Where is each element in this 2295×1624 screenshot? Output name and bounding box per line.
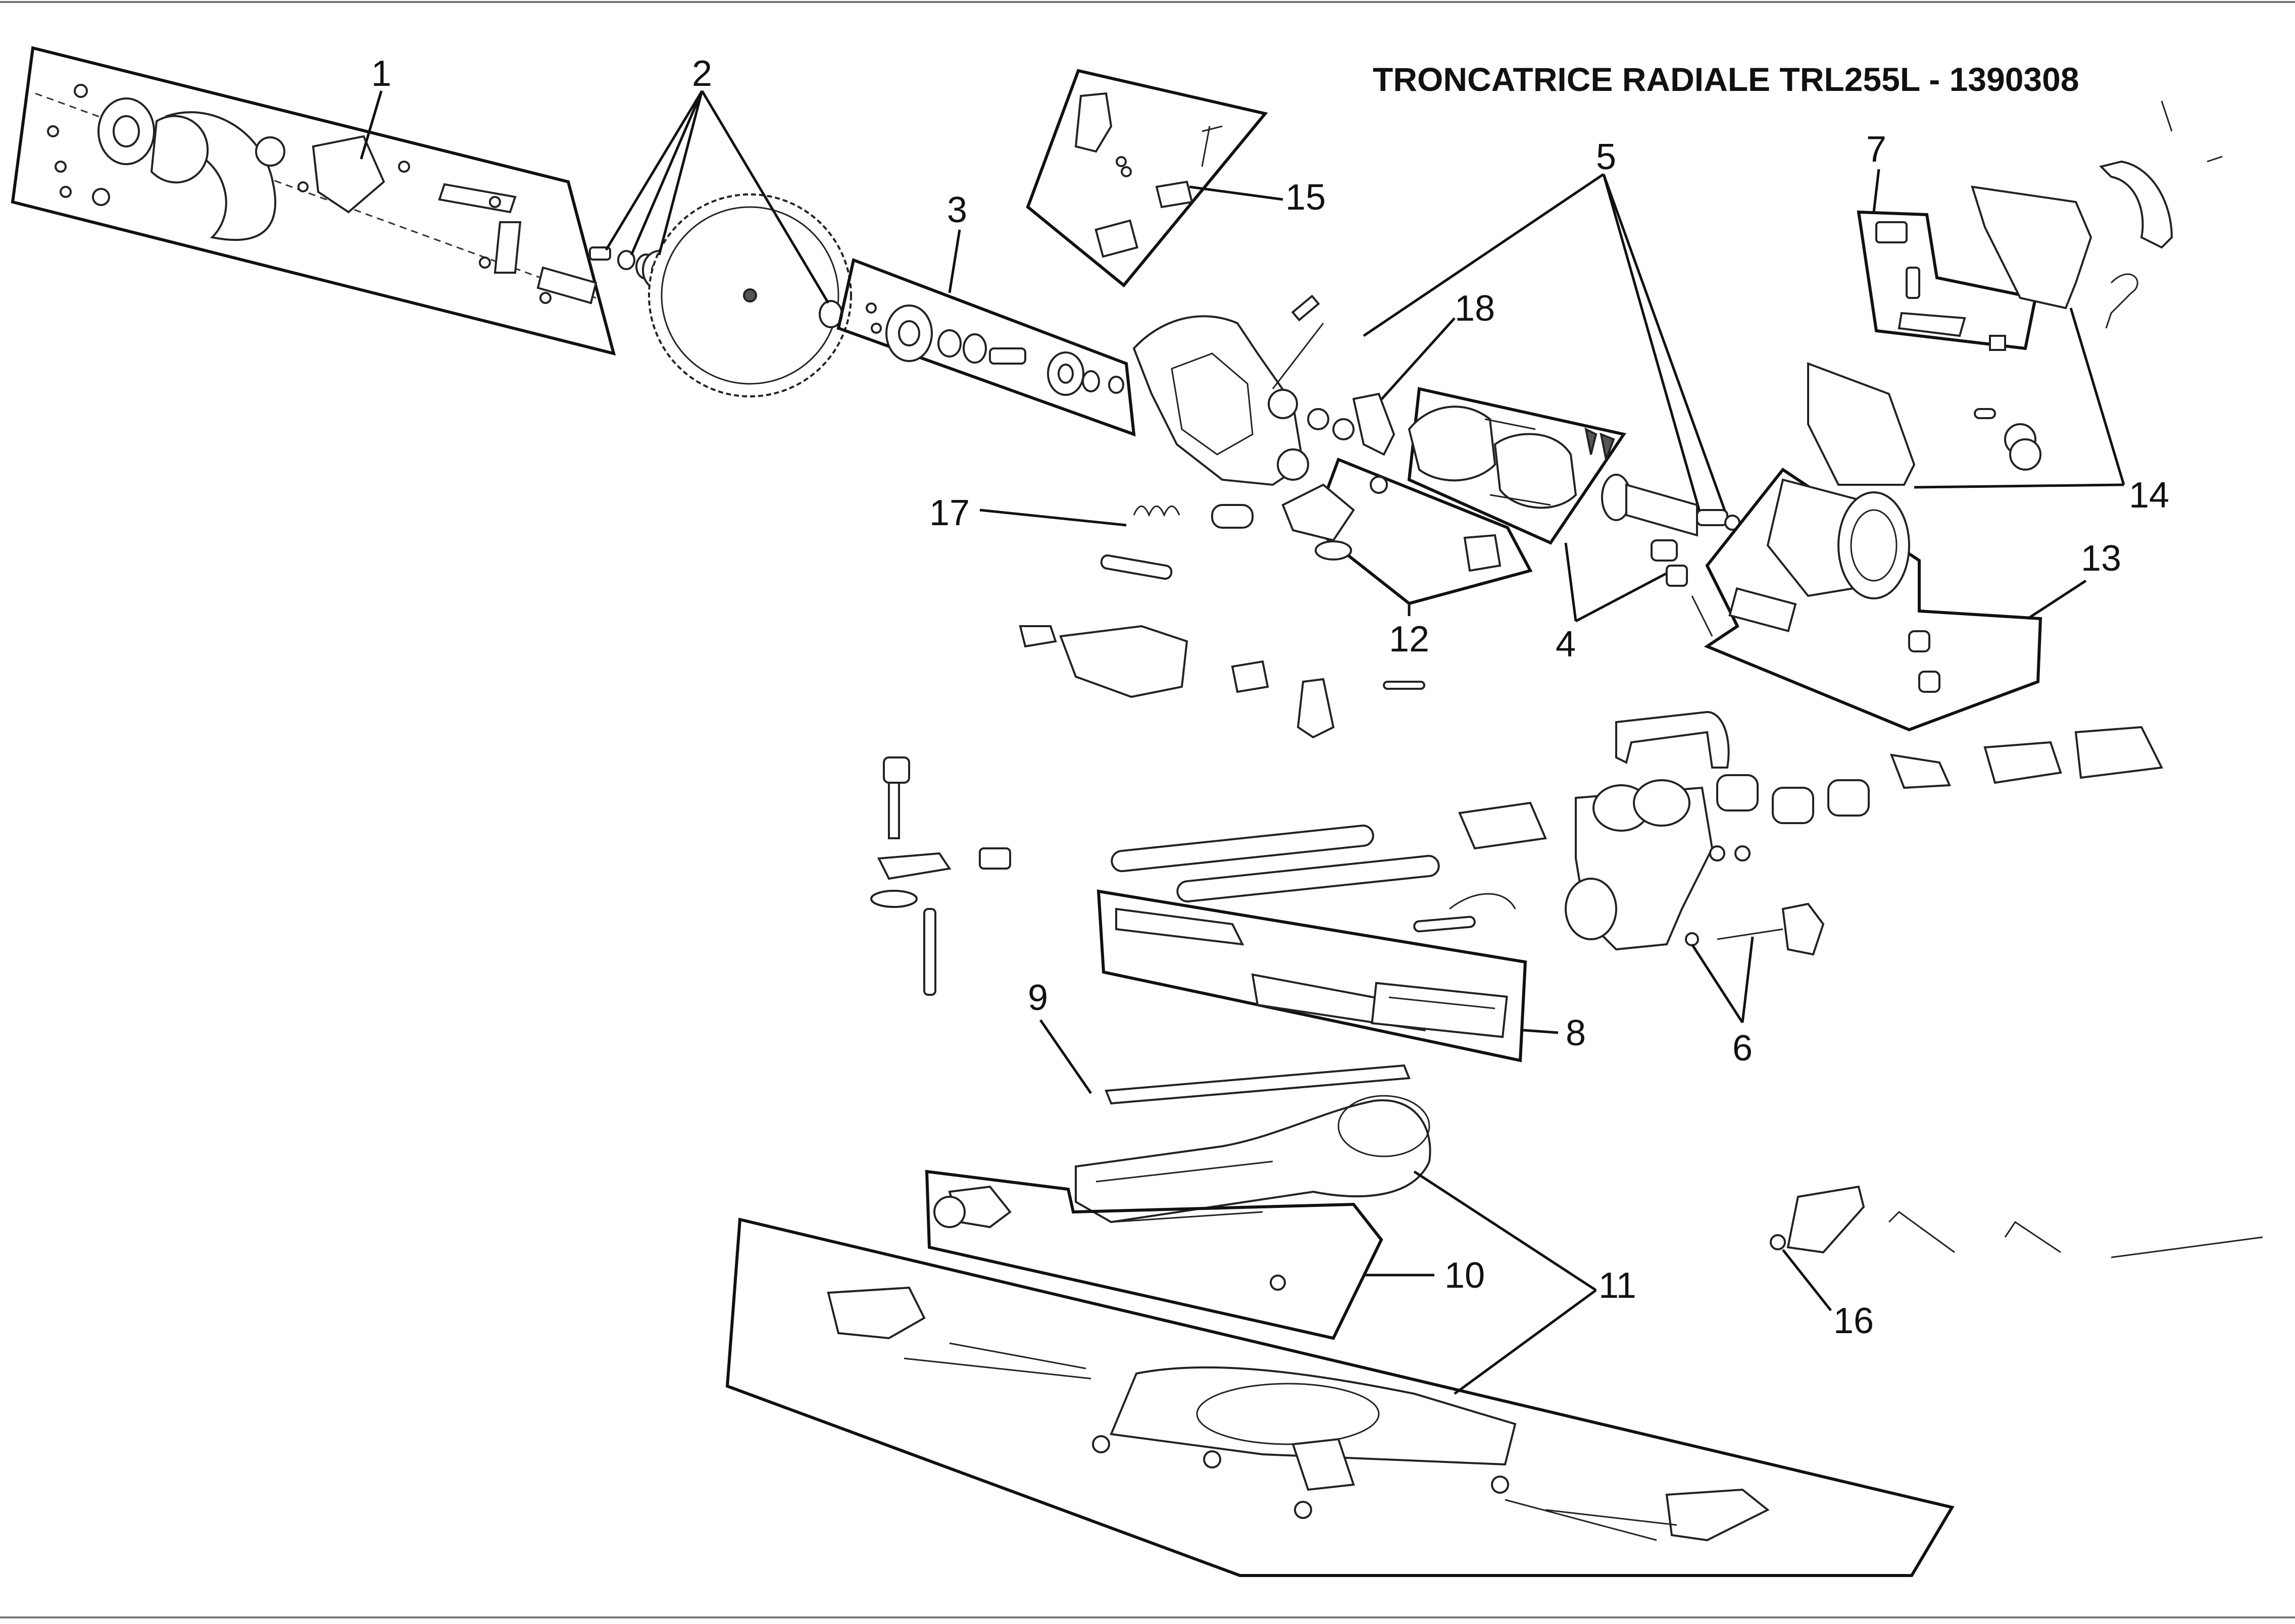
callout-4: 4 — [1556, 624, 1576, 665]
miter-pivot-parts — [870, 625, 1425, 996]
spring — [1133, 505, 1180, 517]
callout-12: 12 — [1389, 619, 1429, 659]
callout-15: 15 — [1285, 177, 1326, 218]
group-3-spindle — [836, 258, 1136, 437]
callout-11: 11 — [1599, 1265, 1636, 1306]
group-16-accessories — [1770, 1185, 2263, 1258]
callout-13: 13 — [2081, 538, 2121, 579]
group-2-saw-blade — [589, 193, 852, 397]
armature — [1601, 474, 1740, 637]
brush-plate — [1352, 392, 1395, 456]
callout-18: 18 — [1455, 288, 1495, 329]
group-14-handle — [1807, 100, 2223, 486]
callout-3: 3 — [947, 190, 967, 230]
pivot-rod — [1100, 554, 1173, 580]
group-12-bearing-cover — [1211, 458, 1533, 605]
callout-2: 2 — [692, 54, 712, 94]
group-1-blade-guard — [11, 46, 616, 356]
group-10-lock-handle — [925, 1170, 1383, 1340]
callout-9: 9 — [1028, 978, 1048, 1018]
diagram-title: TRONCATRICE RADIALE TRL255L - 1390308 — [1373, 61, 2079, 98]
group-15-switch — [1026, 69, 1268, 288]
group-13-motor — [1704, 467, 2042, 732]
callout-6: 6 — [1732, 1028, 1753, 1069]
callout-7: 7 — [1866, 129, 1886, 170]
group-9-table-insert — [1105, 1064, 1411, 1105]
gearbox-housing — [1132, 294, 1355, 486]
slide-rail-assembly — [1111, 710, 2164, 951]
callout-10: 10 — [1444, 1255, 1485, 1296]
group-6-knob — [1685, 902, 1825, 956]
callout-8: 8 — [1566, 1013, 1586, 1053]
callout-1: 1 — [371, 54, 391, 94]
base-assembly — [725, 1217, 1955, 1577]
callout-17: 17 — [929, 493, 970, 533]
group-11-turntable — [1075, 1095, 1431, 1224]
callout-14: 14 — [2129, 475, 2169, 516]
callout-5: 5 — [1596, 137, 1616, 177]
group-8-fence — [1096, 889, 1527, 1062]
callout-16: 16 — [1833, 1301, 1874, 1341]
group-4-stator — [1407, 387, 1626, 545]
